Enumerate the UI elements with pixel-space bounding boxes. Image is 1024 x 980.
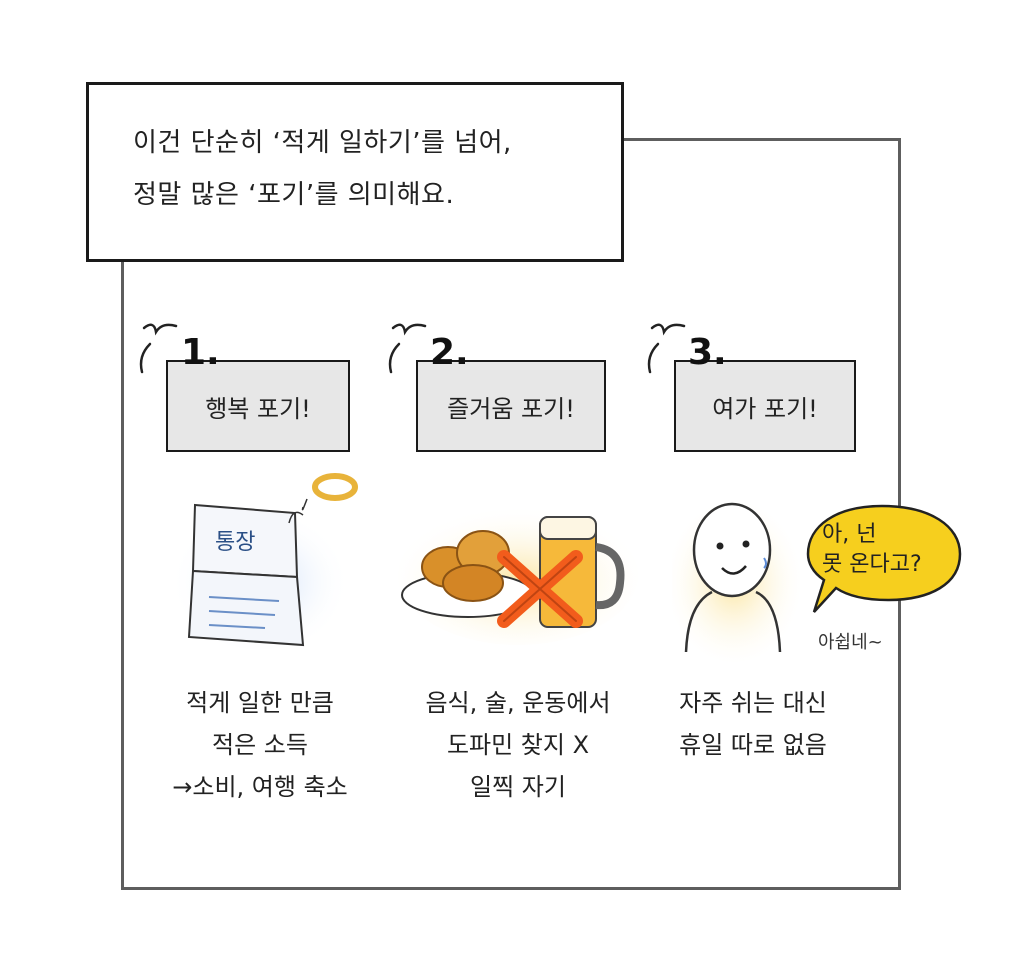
desc-2: 음식, 술, 운동에서 도파민 찾지 X 일찍 자기	[396, 682, 640, 808]
desc-2-line-1: 음식, 술, 운동에서	[425, 689, 611, 717]
tag-happiness: 행복 포기!	[166, 360, 350, 452]
item-number-1: 1.	[181, 332, 220, 373]
bankbook-label: 통장	[215, 530, 255, 555]
tag-happiness-label: 행복 포기!	[205, 394, 311, 423]
bankbook-icon: 통장	[175, 473, 358, 650]
caption-line-1: 이건 단순히 ‘적게 일하기’를 넘어,	[133, 128, 512, 158]
tag-leisure: 여가 포기!	[674, 360, 856, 452]
desc-3-line-1: 자주 쉬는 대신	[679, 689, 827, 717]
item-number-3: 3.	[688, 332, 727, 373]
person-icon	[672, 502, 800, 662]
tag-fun-label: 즐거움 포기!	[447, 394, 575, 423]
chicken-and-beer-icon	[398, 505, 638, 645]
speech-bubble-text: 아, 넌 못 온다고?	[822, 520, 952, 580]
speech-bubble-line-2: 못 온다고?	[822, 552, 922, 577]
desc-1: 적게 일한 만큼 적은 소득 →소비, 여행 축소	[140, 682, 380, 808]
caption-line-2: 정말 많은 ‘포기’를 의미해요.	[133, 180, 455, 210]
burst-mark-1	[139, 323, 178, 374]
desc-3-line-2: 휴일 따로 없음	[679, 731, 827, 759]
tag-leisure-label: 여가 포기!	[712, 394, 818, 423]
speech-bubble	[806, 504, 962, 613]
desc-1-line-2: 적은 소득	[212, 731, 308, 759]
murmur-text: 아쉽네~	[818, 632, 883, 653]
speech-bubble-line-1: 아, 넌	[822, 522, 877, 547]
desc-2-line-2: 도파민 찾지 X	[446, 731, 590, 759]
burst-mark-3	[647, 323, 686, 374]
desc-3: 자주 쉬는 대신 휴일 따로 없음	[648, 682, 858, 766]
caption-box: 이건 단순히 ‘적게 일하기’를 넘어, 정말 많은 ‘포기’를 의미해요.	[86, 82, 624, 262]
desc-1-line-1: 적게 일한 만큼	[186, 689, 334, 717]
desc-2-line-3: 일찍 자기	[470, 773, 566, 801]
tag-fun: 즐거움 포기!	[416, 360, 606, 452]
burst-mark-2	[388, 323, 427, 374]
item-number-2: 2.	[430, 332, 469, 373]
desc-1-line-3: →소비, 여행 축소	[172, 773, 348, 801]
